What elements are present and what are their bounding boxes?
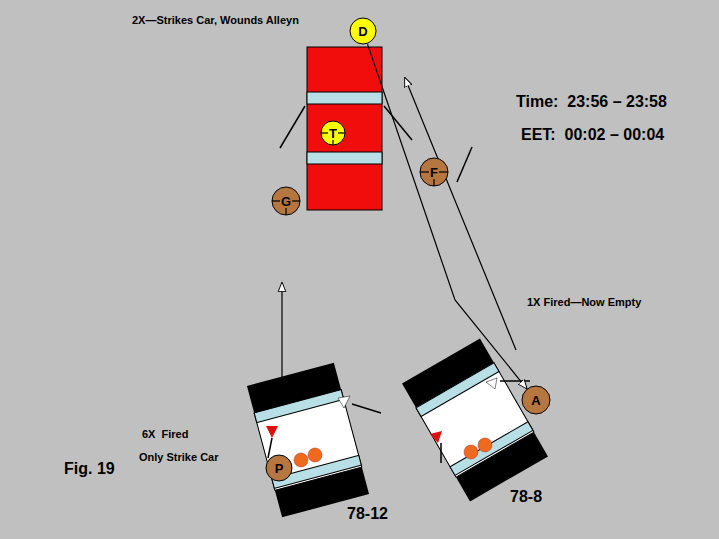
person-marker: P [265,454,293,482]
annotation-note: Only Strike Car [139,451,218,463]
person-letter: F [429,166,439,179]
person-marker: G [271,186,301,216]
police-car [247,363,369,518]
person-letter: P [274,462,285,475]
figure-caption: Fig. 19 [64,460,115,478]
door-line [268,438,272,458]
light-marker [486,378,497,389]
shot-trajectory [368,44,527,388]
shot-arrow [405,78,516,350]
person-marker: A [521,385,551,415]
person-marker: D [349,17,377,45]
annotation-note: 6X Fired [142,428,188,440]
marker-outline [266,455,292,481]
marker-outline [420,158,448,186]
light-marker [338,396,350,408]
occupant-dot [464,445,478,459]
annotation-note: 1X Fired—Now Empty [527,296,641,308]
person-letter: T [328,127,338,140]
person-letter: A [530,394,541,407]
police-car [402,339,548,502]
door-line [352,404,381,413]
occupant-dot [294,453,308,467]
heading-note: EET: 00:02 – 00:04 [521,126,664,144]
light-marker [430,431,442,443]
marker-outline [272,187,300,215]
heading-note: Time: 23:56 – 23:58 [516,93,667,111]
person-marker: T [320,120,346,146]
marker-outline [522,386,550,414]
heading-note: 78-12 [347,505,388,523]
annotation-note: 2X—Strikes Car, Wounds Alleyn [132,14,299,26]
red-car [280,47,412,210]
occupant-dot [308,448,322,462]
sight-line [457,147,472,182]
marker-outline [321,121,345,145]
heading-note: 78-8 [510,488,542,506]
marker-outline [350,18,376,44]
person-letter: D [357,25,368,38]
person-letter: G [280,195,292,208]
person-marker: F [419,157,449,187]
light-marker [266,426,278,438]
occupant-dot [478,438,492,452]
door-line [440,443,442,463]
door-line [500,380,530,382]
